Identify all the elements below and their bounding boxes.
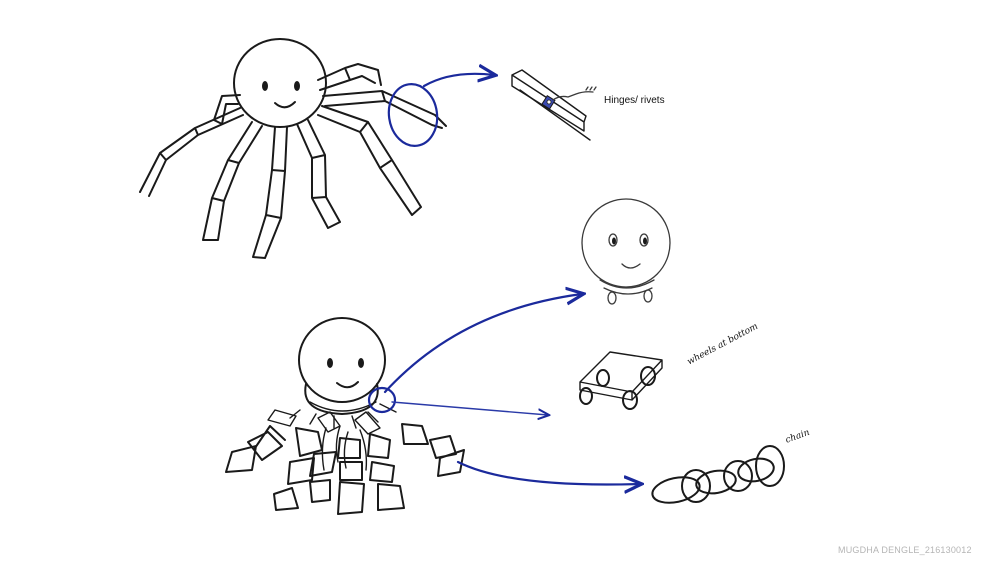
segmented-leg <box>317 63 382 91</box>
head-on-ring-sketch <box>581 198 671 305</box>
octopus-eye-right <box>294 81 300 91</box>
arrow-to-rotating-head <box>383 294 582 394</box>
segmented-octopus <box>139 38 447 259</box>
segmented-leg <box>322 90 447 129</box>
octopus-neck <box>304 383 379 415</box>
segmented-leg <box>139 107 244 197</box>
octopus-smile <box>336 381 359 389</box>
author-credit: MUGDHA DENGLE_216130012 <box>838 545 972 555</box>
modular-leg <box>367 433 405 511</box>
modular-leg <box>225 425 286 473</box>
modular-leg <box>337 437 365 515</box>
segmented-leg <box>317 105 422 216</box>
octopus-eye-right <box>358 358 364 368</box>
wheel-base-sketch <box>579 351 663 410</box>
modular-leg <box>401 423 465 477</box>
hinge-detail-sketch <box>511 69 597 141</box>
hinges-label: Hinges/ rivets <box>604 95 665 106</box>
joint-callout-circle <box>367 386 397 414</box>
octopus-head-bottom <box>298 317 386 403</box>
segmented-leg <box>252 126 288 259</box>
arrow-to-wheel-base <box>391 401 548 415</box>
modular-leg <box>309 451 337 503</box>
hinge-callout-circle <box>387 83 439 147</box>
modular-leg <box>273 427 323 511</box>
segmented-leg <box>213 94 241 125</box>
arrow-to-chain <box>456 460 640 485</box>
octopus-eye-left <box>262 81 268 91</box>
segmented-leg <box>202 121 263 241</box>
octopus-head-top <box>233 38 327 128</box>
hinge-callout-arrow <box>422 74 494 88</box>
segmented-leg <box>296 119 341 229</box>
octopus-eye-left <box>327 358 333 368</box>
modular-octopus <box>225 317 465 515</box>
octopus-smile <box>274 101 296 109</box>
chain-sketch <box>651 445 785 504</box>
